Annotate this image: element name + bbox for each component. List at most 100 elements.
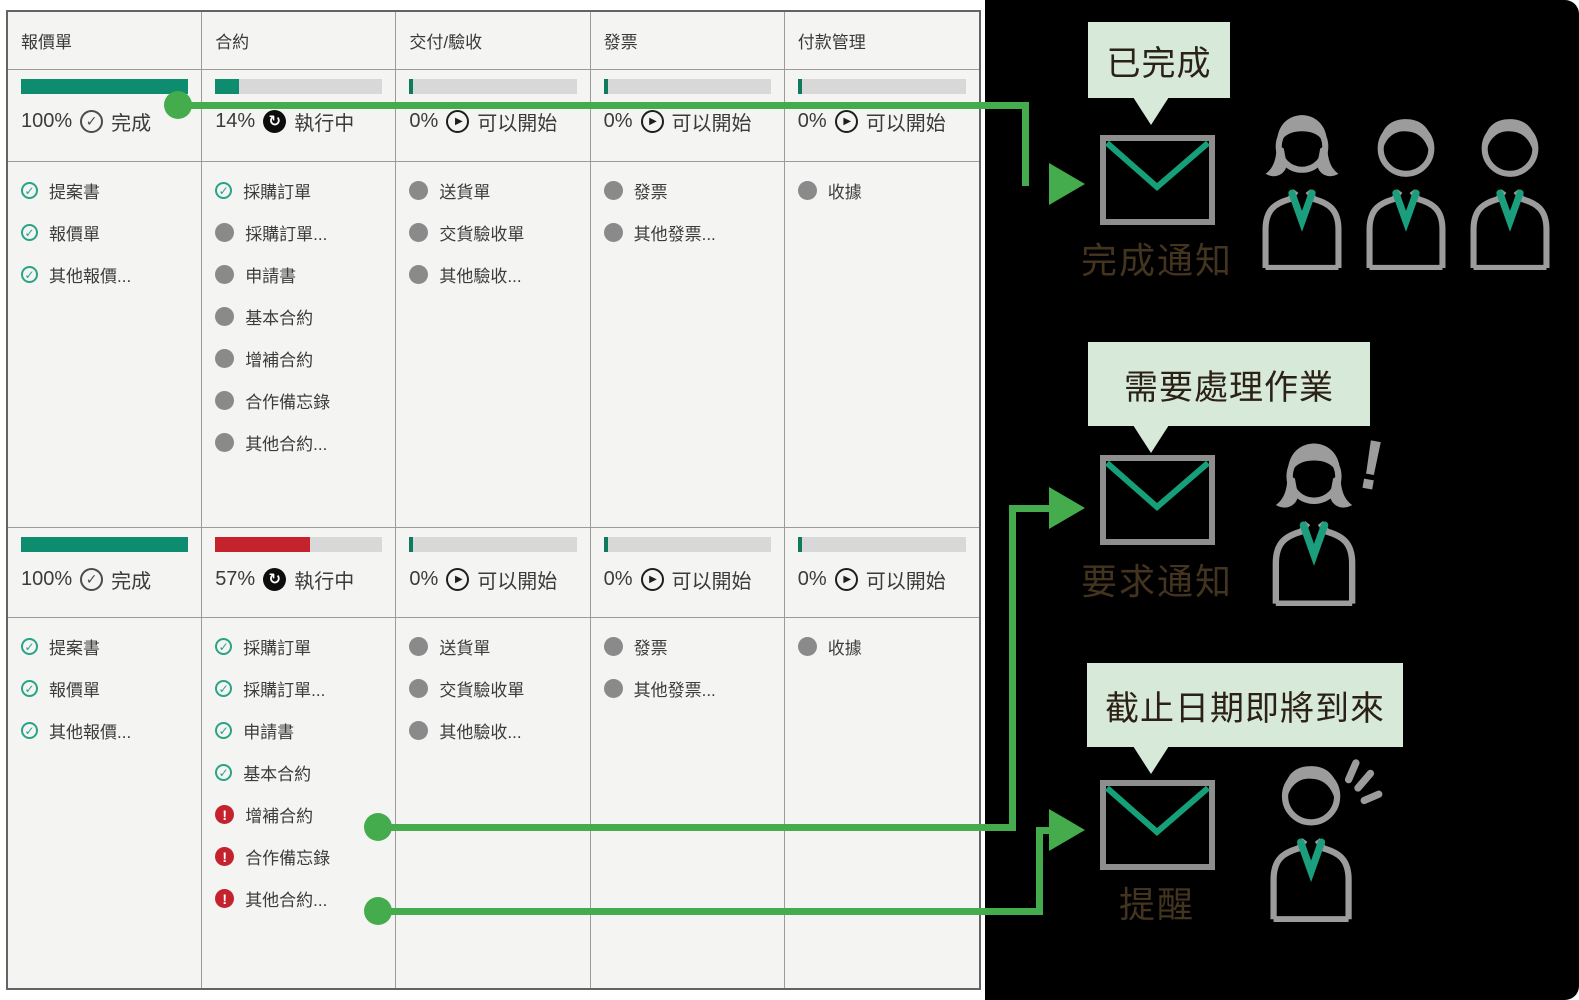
document-item[interactable]: 其他合約... <box>215 886 385 911</box>
connector-arrow <box>1049 809 1085 851</box>
document-label: 合作備忘錄 <box>245 849 331 868</box>
document-item[interactable]: 報價單 <box>21 676 191 701</box>
document-item[interactable]: 採購訂單 <box>215 178 385 203</box>
progress-percent: 0% <box>409 568 439 590</box>
document-label: 報價單 <box>49 681 100 700</box>
document-item[interactable]: 其他驗收... <box>409 262 579 287</box>
document-item[interactable]: 送貨單 <box>409 634 579 659</box>
envelope-icon <box>1100 135 1215 225</box>
recipients-group <box>1251 110 1561 270</box>
documents-cell: 送貨單交貨驗收單其他驗收... <box>396 162 591 528</box>
connector-line <box>376 908 1042 915</box>
document-status-icon <box>409 181 429 200</box>
envelope-label: 要求通知 <box>1072 553 1242 605</box>
document-item[interactable]: 申請書 <box>215 262 385 287</box>
document-item[interactable]: 其他報價... <box>21 718 191 743</box>
document-status-icon <box>603 223 623 242</box>
document-status-icon <box>21 266 38 283</box>
document-label: 其他驗收... <box>439 267 522 286</box>
document-status-icon <box>215 265 235 284</box>
document-item[interactable]: 收據 <box>797 178 969 203</box>
document-label: 收據 <box>827 183 862 202</box>
progress-percent: 14% <box>215 110 256 132</box>
document-item[interactable]: 收據 <box>797 634 969 659</box>
status-label: 完成 <box>111 571 152 593</box>
document-label: 採購訂單... <box>245 225 328 244</box>
stage-header-invoice: 發票 <box>590 12 785 70</box>
document-label: 申請書 <box>245 267 297 286</box>
envelope-label-text: 要求通知 <box>1080 561 1233 602</box>
document-item[interactable]: 申請書 <box>215 718 385 743</box>
progress-cell: 100%完成 <box>8 70 203 162</box>
document-item[interactable]: 合作備忘錄 <box>215 388 385 413</box>
document-status-icon <box>409 223 429 242</box>
progress-bar-fill <box>603 79 608 94</box>
progress-cell: 100%完成 <box>8 528 203 618</box>
progress-bar-fill <box>409 79 414 94</box>
document-item[interactable]: 發票 <box>603 178 774 203</box>
progress-bar <box>215 79 383 94</box>
document-item[interactable]: 報價單 <box>21 220 191 245</box>
document-item[interactable]: 其他報價... <box>21 262 191 287</box>
progress-bar <box>409 537 577 552</box>
status-ready-icon <box>446 110 470 133</box>
document-status-icon <box>409 721 429 740</box>
documents-cell: 提案書報價單其他報價... <box>8 162 203 528</box>
document-status-icon <box>603 679 623 698</box>
document-label: 採購訂單 <box>243 183 312 202</box>
document-status-icon <box>409 679 429 698</box>
progress-bar-fill <box>603 537 608 552</box>
document-item[interactable]: 基本合約 <box>215 760 385 785</box>
document-label: 其他合約... <box>245 891 328 910</box>
workflow-board: 報價單 合約 交付/驗收 發票 付款管理 100%完成 14%執行中 0%可以開… <box>6 10 981 990</box>
document-item[interactable]: 交貨驗收單 <box>409 220 579 245</box>
document-item[interactable]: 其他發票... <box>603 220 774 245</box>
document-status-icon <box>21 182 38 199</box>
bubble-text: 需要處理作業 <box>1124 368 1334 407</box>
progress-cell: 14%執行中 <box>202 70 397 162</box>
stage-header-delivery: 交付/驗收 <box>396 12 591 70</box>
document-item[interactable]: 其他發票... <box>603 676 774 701</box>
document-item[interactable]: 採購訂單 <box>215 634 385 659</box>
document-status-icon <box>409 265 429 284</box>
document-item[interactable]: 其他驗收... <box>409 718 579 743</box>
document-status-icon <box>21 722 38 739</box>
document-item[interactable]: 發票 <box>603 634 774 659</box>
progress-cell: 0%可以開始 <box>396 528 591 618</box>
document-item[interactable]: 增補合約 <box>215 346 385 371</box>
connector-arrow <box>1049 163 1085 205</box>
progress-bar <box>21 537 189 552</box>
document-status-icon <box>603 637 623 656</box>
document-item[interactable]: 提案書 <box>21 178 191 203</box>
document-item[interactable]: 增補合約 <box>215 802 385 827</box>
document-status-icon <box>215 722 233 739</box>
document-label: 其他發票... <box>633 681 716 700</box>
progress-bar-fill <box>409 537 414 552</box>
speech-bubble-completed: 已完成 <box>1088 22 1230 98</box>
envelope-label-text: 提醒 <box>1118 884 1195 925</box>
document-item[interactable]: 合作備忘錄 <box>215 844 385 869</box>
connector-line <box>1009 505 1053 512</box>
document-item[interactable]: 其他合約... <box>215 430 385 455</box>
connector-line <box>376 824 1016 831</box>
document-item[interactable]: 採購訂單... <box>215 676 385 701</box>
document-item[interactable]: 基本合約 <box>215 304 385 329</box>
document-item[interactable]: 採購訂單... <box>215 220 385 245</box>
document-item[interactable]: 送貨單 <box>409 178 579 203</box>
bubble-text: 截止日期即將到來 <box>1105 689 1385 728</box>
document-status-icon <box>21 224 38 241</box>
documents-cell: 提案書報價單其他報價... <box>8 618 203 988</box>
person-icon <box>1366 119 1446 270</box>
document-label: 交貨驗收單 <box>439 681 525 700</box>
progress-bar <box>409 79 577 94</box>
document-item[interactable]: 交貨驗收單 <box>409 676 579 701</box>
progress-percent: 0% <box>603 568 633 590</box>
progress-bar-fill <box>797 537 802 552</box>
document-status-icon <box>215 223 235 242</box>
document-item[interactable]: 提案書 <box>21 634 191 659</box>
stage-header-label: 付款管理 <box>797 33 866 52</box>
speech-bubble-action-required: 需要處理作業 <box>1088 342 1370 426</box>
connector-line <box>1036 827 1056 834</box>
